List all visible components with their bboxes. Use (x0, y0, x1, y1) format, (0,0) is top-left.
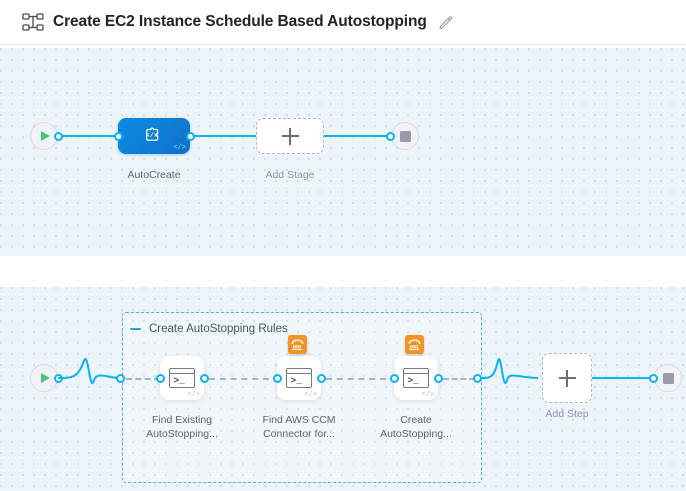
add-stage-node[interactable]: Add Stage (256, 118, 324, 181)
group-output-port[interactable] (473, 373, 482, 383)
stop-square-icon (399, 130, 411, 142)
link-addstage-to-end (323, 135, 391, 137)
play-triangle-icon (41, 131, 50, 141)
step-label: Create AutoStopping... (380, 414, 452, 440)
shell-terminal-icon: >_ (403, 368, 429, 388)
step-node-create-autostopping[interactable]: >_ </> Create AutoStopping... (380, 335, 452, 440)
add-step-node[interactable]: Add Step (542, 353, 592, 420)
stage-body[interactable]: </> </> (118, 118, 190, 154)
play-triangle-icon (41, 373, 50, 383)
link-addstep-to-end (592, 377, 652, 379)
puzzle-code-icon: </> (146, 127, 159, 141)
stage-label: AutoCreate (127, 169, 181, 181)
page-title: Create EC2 Instance Schedule Based Autos… (53, 13, 427, 30)
step-code-badge: </> (187, 391, 200, 399)
minus-icon[interactable] (129, 322, 142, 335)
link-stage-to-addstage (189, 135, 257, 137)
execution-start-node[interactable] (30, 364, 63, 392)
add-stage-label: Add Stage (265, 169, 315, 181)
execution-end-node[interactable] (649, 364, 682, 392)
link-groupin-to-step1 (126, 378, 160, 380)
step-output-port[interactable] (316, 373, 326, 383)
stage-code-badge: </> (173, 144, 186, 152)
end-circle (654, 364, 682, 392)
stage-node-autocreate[interactable]: </> </> AutoCreate (113, 118, 195, 181)
shell-terminal-icon: >_ (286, 368, 312, 388)
step-label: Find Existing AutoStopping... (146, 414, 218, 440)
start-circle (30, 122, 58, 150)
stage-canvas[interactable]: </> </> AutoCreate Add Stage (0, 48, 686, 256)
start-output-port[interactable] (54, 131, 63, 141)
aws-logo-icon (288, 335, 307, 354)
pipeline-header: Create EC2 Instance Schedule Based Autos… (0, 0, 686, 45)
add-step-label: Add Step (545, 408, 589, 420)
plus-icon (281, 127, 299, 145)
step-code-badge: </> (304, 391, 317, 399)
stop-square-icon (662, 372, 674, 384)
step-input-port[interactable] (155, 373, 165, 383)
step-canvas[interactable]: Create AutoStopping Rules >_ </> Find Ex… (0, 287, 686, 491)
end-input-port[interactable] (649, 373, 658, 383)
step-output-port[interactable] (433, 373, 443, 383)
step-body[interactable]: >_ </> (277, 356, 321, 400)
shell-terminal-icon: >_ (169, 368, 195, 388)
link-step3-to-groupout (443, 378, 475, 380)
step-group-title: Create AutoStopping Rules (149, 322, 288, 335)
step-node-find-aws-ccm-connector[interactable]: >_ </> Find AWS CCM Connector for... (262, 335, 336, 440)
step-group-header: Create AutoStopping Rules (129, 322, 288, 335)
end-circle (391, 122, 419, 150)
link-step1-to-step2 (209, 378, 269, 380)
stage-input-port[interactable] (113, 131, 123, 141)
step-code-badge: </> (421, 391, 434, 399)
link-step2-to-step3 (326, 378, 386, 380)
stage-output-port[interactable] (185, 131, 195, 141)
add-stage-button[interactable] (256, 118, 324, 154)
pipeline-end-node[interactable] (386, 122, 419, 150)
link-groupout-spike (481, 357, 539, 384)
plus-icon (558, 369, 576, 387)
step-input-port[interactable] (389, 373, 399, 383)
step-label: Find AWS CCM Connector for... (262, 414, 336, 440)
step-input-port[interactable] (272, 373, 282, 383)
step-body[interactable]: >_ </> (160, 356, 204, 400)
link-start-to-stage (48, 135, 124, 137)
step-output-port[interactable] (199, 373, 209, 383)
aws-logo-icon (405, 335, 424, 354)
step-body[interactable]: >_ </> (394, 356, 438, 400)
pipeline-start-node[interactable] (30, 122, 63, 150)
pencil-edit-icon[interactable] (438, 14, 454, 30)
group-input-port[interactable] (116, 373, 125, 383)
pipeline-icon (22, 11, 44, 33)
add-step-button[interactable] (542, 353, 592, 403)
end-input-port[interactable] (386, 131, 395, 141)
step-node-find-existing-autostopping[interactable]: >_ </> Find Existing AutoStopping... (146, 356, 218, 440)
link-start-spike (57, 357, 121, 384)
svg-text:</>: </> (146, 132, 158, 140)
